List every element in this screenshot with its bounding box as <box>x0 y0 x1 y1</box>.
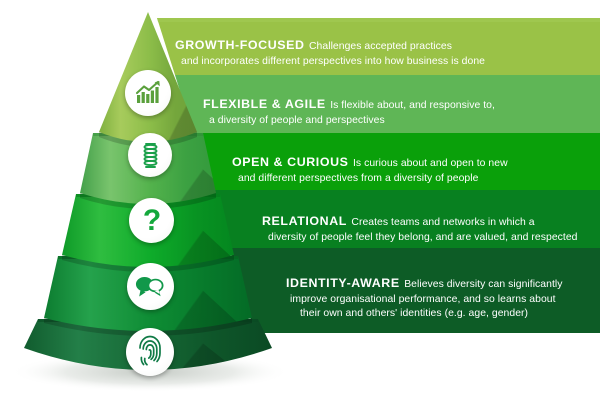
icon-spring-coil <box>128 133 172 177</box>
text-growth-focused: GROWTH-FOCUSED Challenges accepted pract… <box>175 34 485 69</box>
title-growth-focused: GROWTH-FOCUSED <box>175 38 305 52</box>
fingerprint-icon <box>139 335 161 366</box>
body-flexible-agile-1: Is flexible about, and responsive to, <box>330 100 495 111</box>
body-open-curious-2: and different perspectives from a divers… <box>238 173 479 185</box>
band-growth-focused <box>0 18 600 75</box>
text-open-curious: OPEN & CURIOUS Is curious about and open… <box>232 151 508 186</box>
title-relational: RELATIONAL <box>262 214 347 228</box>
body-flexible-agile-2: a diversity of people and perspectives <box>209 115 385 127</box>
band-relational <box>0 190 600 248</box>
text-identity-aware: IDENTITY-AWARE Believes diversity can si… <box>286 272 563 321</box>
body-growth-focused-2: and incorporates different perspectives … <box>181 56 485 68</box>
line-1: IDENTITY-AWARE Believes diversity can si… <box>286 272 563 293</box>
body-growth-focused-1: Challenges accepted practices <box>309 41 452 52</box>
question-mark-icon: ? <box>142 205 160 237</box>
body-identity-aware-2: improve organisational performance, and … <box>290 294 556 306</box>
band-identity-aware <box>0 248 600 333</box>
body-open-curious-1: Is curious about and open to new <box>352 158 508 169</box>
icon-fingerprint <box>126 328 174 376</box>
growth-chart-icon <box>135 80 160 103</box>
body-relational-2: diversity of people feel they belong, an… <box>268 232 578 244</box>
cone-graphic: ? <box>0 0 300 402</box>
body-identity-aware-1: Believes diversity can significantly <box>404 279 563 290</box>
band-flexible-agile <box>0 75 600 133</box>
line-1: FLEXIBLE & AGILE Is flexible about, and … <box>203 93 495 114</box>
speech-bubbles-icon <box>135 276 164 297</box>
body-identity-aware-3: their own and others' identities (e.g. a… <box>300 307 529 319</box>
icon-question-mark: ? <box>129 198 174 243</box>
icon-growth-chart <box>125 70 171 116</box>
line-1: RELATIONAL Creates teams and networks in… <box>262 210 578 231</box>
icon-speech-bubbles <box>127 263 174 310</box>
text-relational: RELATIONAL Creates teams and networks in… <box>262 210 578 245</box>
title-open-curious: OPEN & CURIOUS <box>232 155 349 169</box>
body-relational-1: Creates teams and networks in which a <box>351 217 535 228</box>
band-open-curious <box>0 133 600 190</box>
spring-coil-icon <box>143 142 157 168</box>
text-flexible-agile: FLEXIBLE & AGILE Is flexible about, and … <box>203 93 495 128</box>
line-1: OPEN & CURIOUS Is curious about and open… <box>232 151 508 172</box>
title-identity-aware: IDENTITY-AWARE <box>286 276 400 290</box>
line-1: GROWTH-FOCUSED Challenges accepted pract… <box>175 34 485 55</box>
svg-text:?: ? <box>142 205 160 237</box>
title-flexible-agile: FLEXIBLE & AGILE <box>203 97 326 111</box>
